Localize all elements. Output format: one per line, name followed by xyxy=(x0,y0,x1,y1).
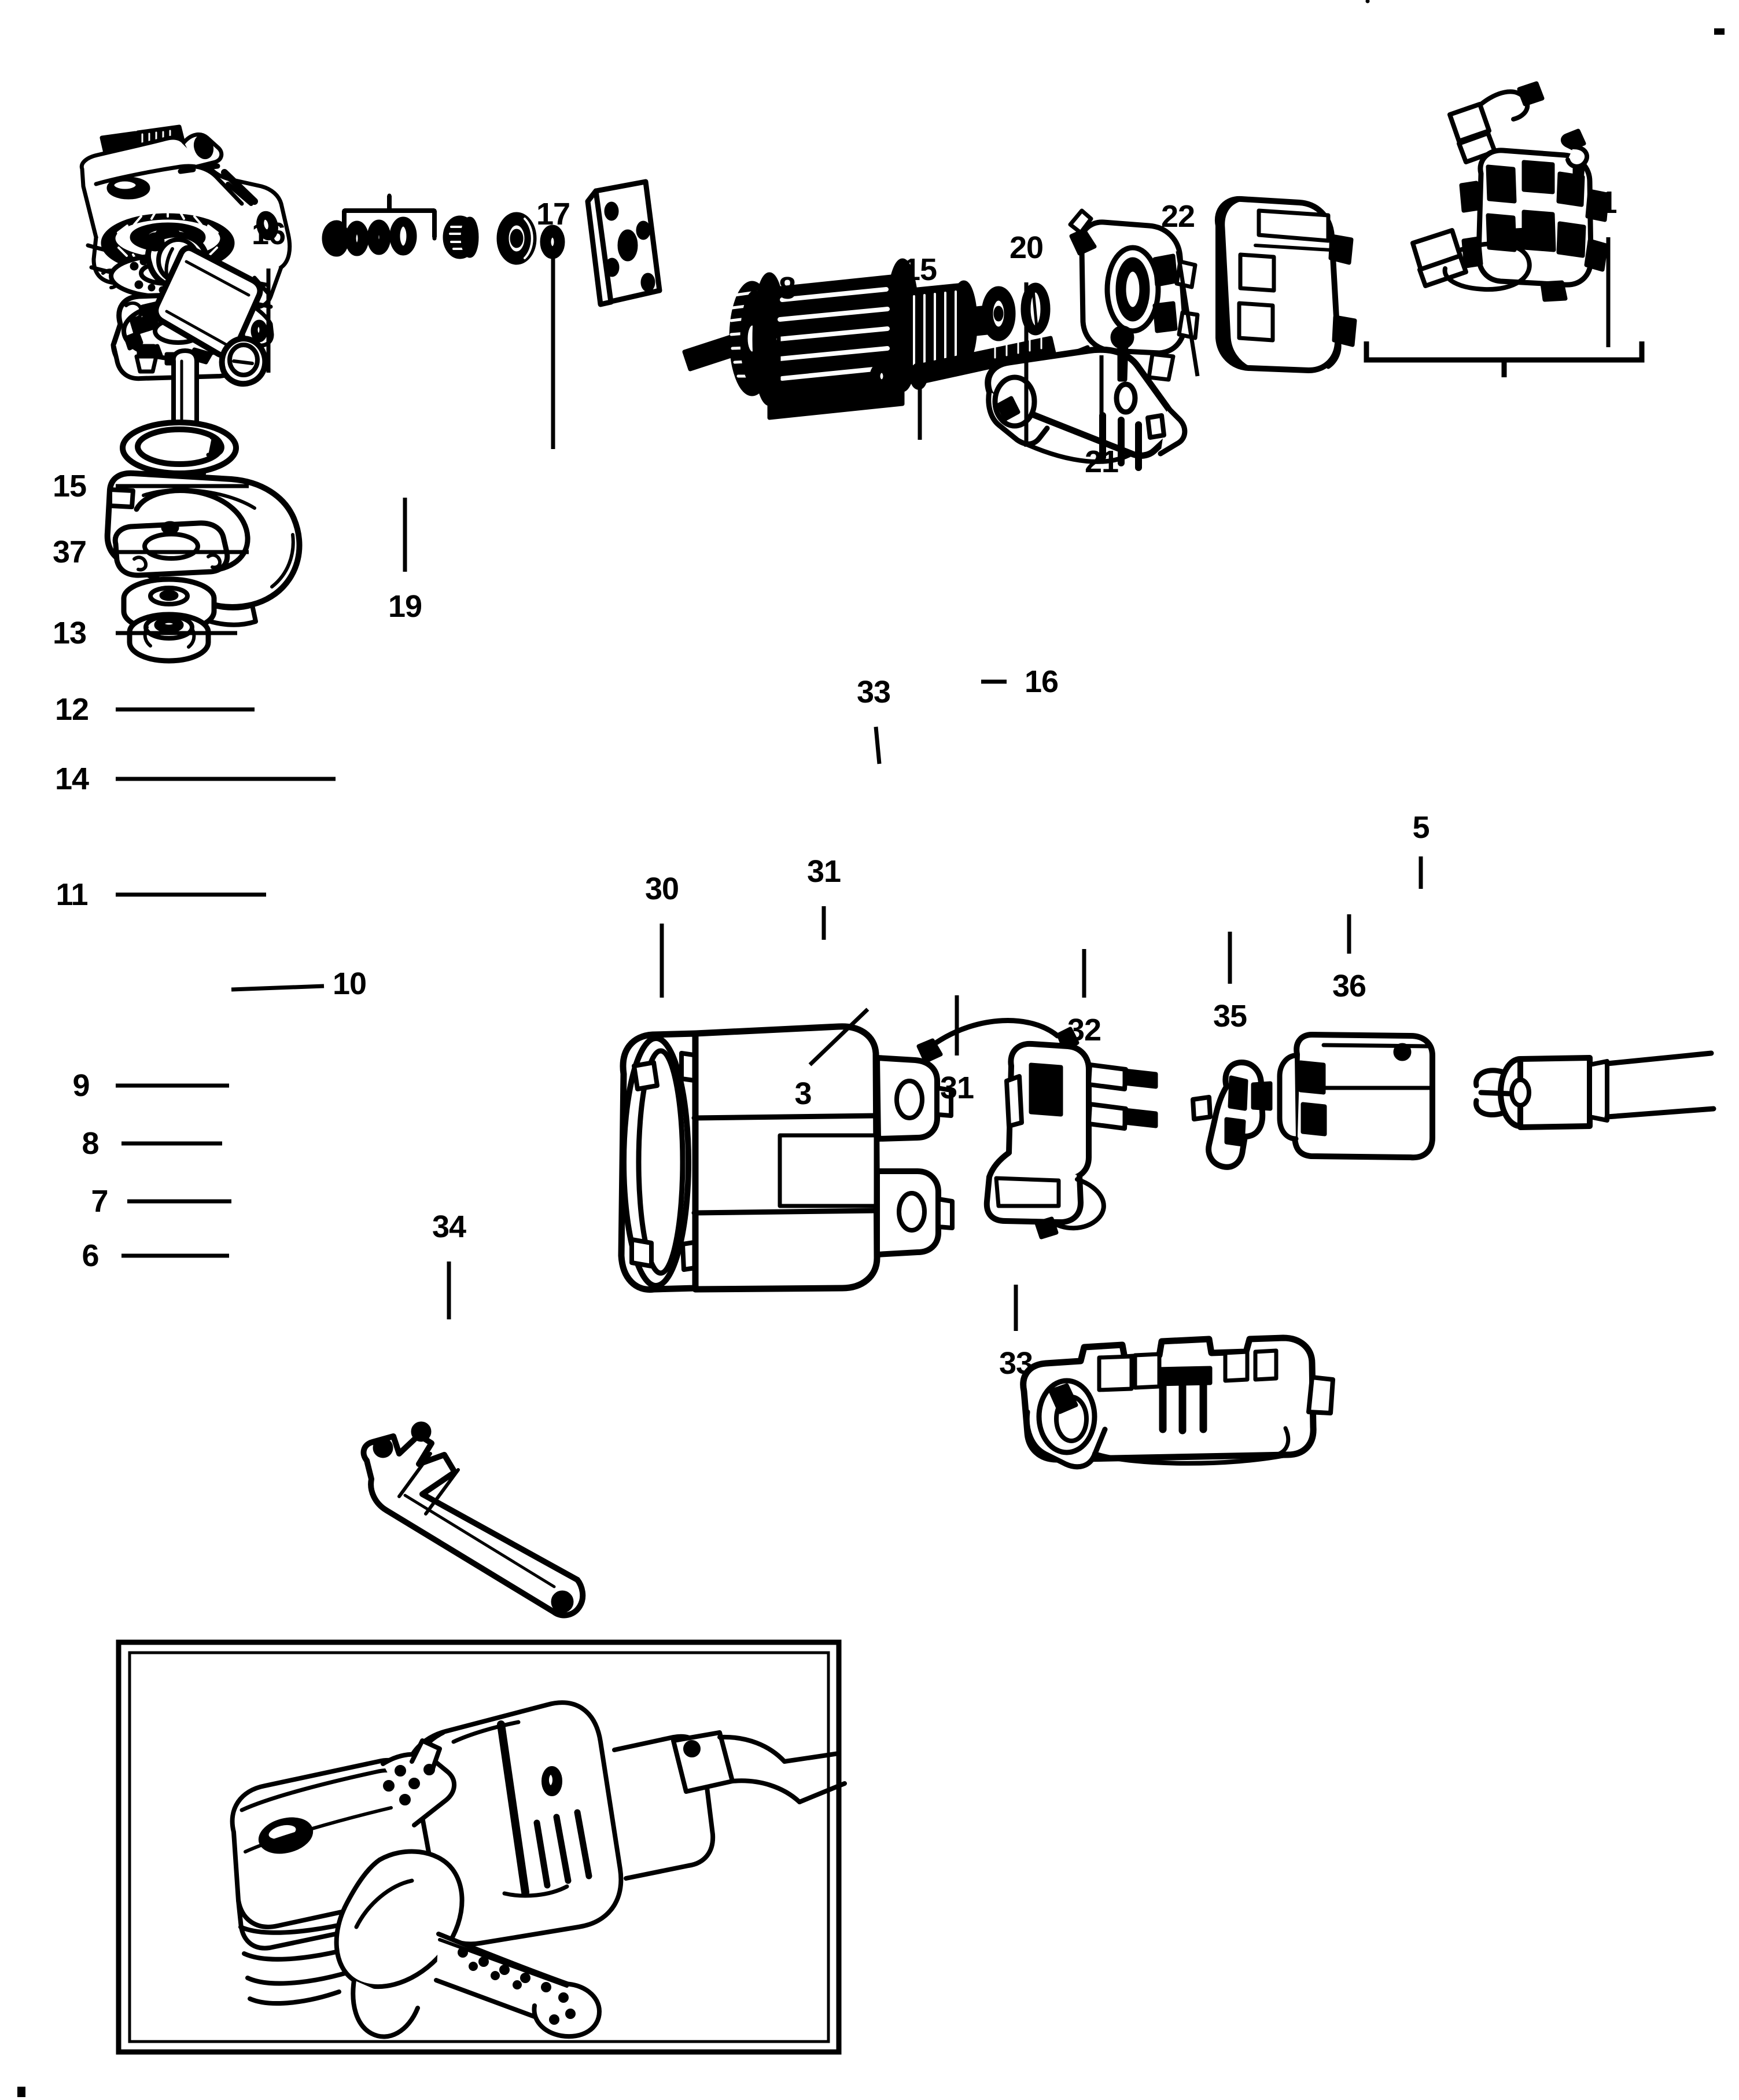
registration-mark-bottom-left xyxy=(17,2087,25,2097)
leader-22 xyxy=(1176,251,1200,377)
callout-33-housing-cover-upper: 33 xyxy=(856,675,891,709)
part-30-motor-housing xyxy=(618,1023,955,1293)
part-1-armature xyxy=(682,258,1001,420)
bracket-28 xyxy=(1364,341,1645,377)
part-19-side-handle xyxy=(145,231,268,387)
callout-11-spindle-bearing-ring: 11 xyxy=(56,877,88,912)
part-12-screw xyxy=(134,344,159,374)
part-20-ball-bearing xyxy=(496,212,537,265)
callout-7-inner-flange: 7 xyxy=(91,1184,108,1219)
part-22-baffle-plate xyxy=(585,179,662,307)
callout-16-screw: 16 xyxy=(251,216,286,251)
callout-18-shim-washer-set: 18 xyxy=(761,271,796,306)
bracket-18 xyxy=(342,196,437,237)
part-26-felt-washer xyxy=(1020,282,1051,336)
part-29-terminal-clip xyxy=(1561,128,1590,183)
callout-17-gear-case: 17 xyxy=(536,197,570,231)
callout-21-washer: 21 xyxy=(1084,444,1119,479)
callout-15-bevel-gear: 15 xyxy=(52,469,87,503)
callout-14-spindle: 14 xyxy=(54,762,89,796)
callout-3-switch: 3 xyxy=(794,1076,812,1111)
callout-5-power-cord: 5 xyxy=(1412,810,1429,845)
part-2-field-stator xyxy=(1214,196,1357,373)
part-15-pinion-gear xyxy=(443,215,479,259)
callout-8-clamp-screw: 8 xyxy=(82,1126,99,1161)
part-36-cord-protector xyxy=(1473,1055,1609,1130)
callout-34-spanner-wrench: 34 xyxy=(432,1209,466,1244)
callout-35-cord-guard-strain-relief: 35 xyxy=(1213,999,1247,1034)
callout-12-screw-short: 12 xyxy=(54,692,89,727)
callout-22-baffle-plate: 22 xyxy=(1160,199,1195,234)
part-25-bearing xyxy=(981,286,1016,341)
leader-3 xyxy=(808,1007,870,1066)
part-35-cord-guard xyxy=(1251,1032,1435,1161)
callout-32-switch-actuator: 32 xyxy=(1067,1013,1101,1047)
assembled-grinder-illustration xyxy=(230,1700,847,2039)
part-16-screw-housing xyxy=(1110,325,1134,382)
part-28-brush-assembly xyxy=(1459,148,1609,302)
part-34-spanner-wrench xyxy=(360,1421,586,1619)
inset-frame xyxy=(116,1639,842,2055)
callout-33-housing-cover-lower: 33 xyxy=(999,1346,1033,1381)
callout-10-wheel-guard: 10 xyxy=(332,966,367,1001)
part-6-flange-nut xyxy=(127,612,211,664)
part-5-power-cord xyxy=(1604,1050,1716,1120)
leader-10 xyxy=(231,984,325,992)
registration-mark-top-right xyxy=(1714,28,1725,35)
callout-13-bearing-plate: 13 xyxy=(52,616,87,650)
leader-33 xyxy=(874,726,882,764)
part-3-switch xyxy=(983,1040,1158,1240)
callout-9-guard-clamp-plate: 9 xyxy=(72,1068,90,1103)
callout-19-side-handle: 19 xyxy=(388,589,422,624)
callout-1-armature: 1 xyxy=(1600,185,1617,220)
part-33-housing-cover-lower xyxy=(1020,1334,1335,1470)
part-4-carbon-brush-lower xyxy=(1410,227,1539,292)
leader-lines xyxy=(116,237,1611,1331)
part-11-bearing-ring xyxy=(120,420,239,476)
callout-36-cord-protector: 36 xyxy=(1332,969,1366,1003)
part-9-clamp-plate xyxy=(112,520,230,578)
part-18-shim-washer-set xyxy=(322,193,437,257)
part-23-nut xyxy=(870,362,894,391)
callout-37-felt-washer-spindle: 37 xyxy=(52,535,87,569)
callout-31-wire-lead: 31 xyxy=(939,1071,974,1105)
callout-31-wire-lead: 31 xyxy=(806,854,841,889)
part-32-switch-actuator xyxy=(1191,1060,1266,1170)
callout-30-motor-housing: 30 xyxy=(644,871,679,906)
callout-15-pinion-gear: 15 xyxy=(902,252,937,287)
callout-16-screw: 16 xyxy=(1024,664,1059,699)
callout-6-outer-flange-nut: 6 xyxy=(82,1238,99,1273)
callout-20-ball-bearing: 20 xyxy=(1009,230,1044,265)
